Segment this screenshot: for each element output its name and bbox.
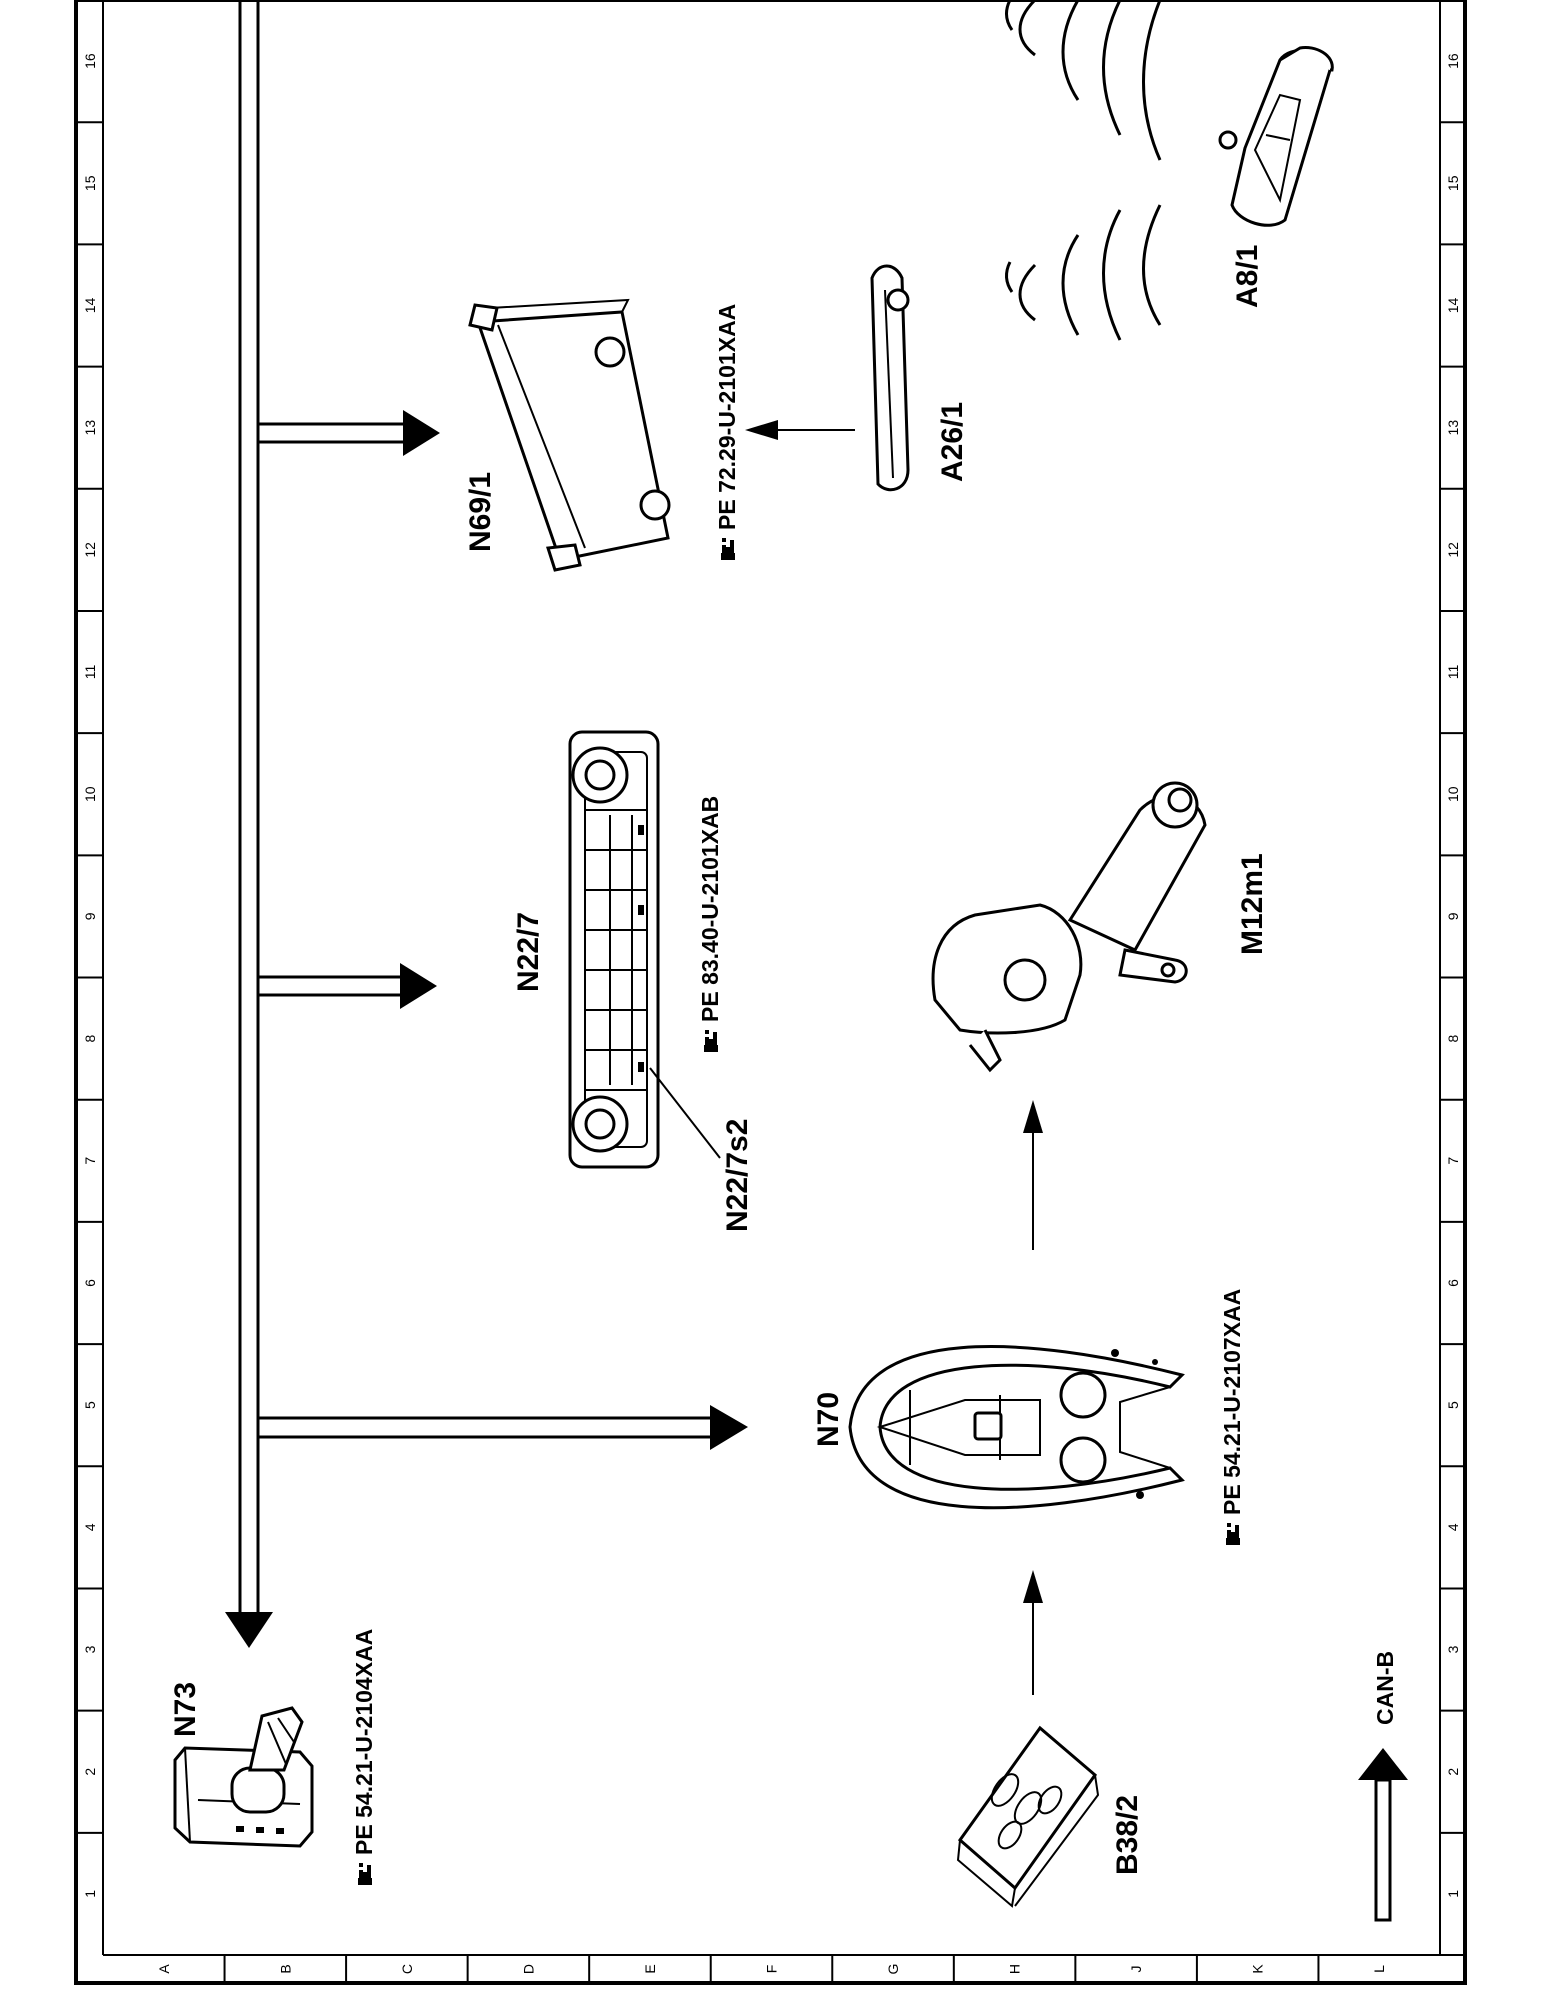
grid-column-label: 8 bbox=[1445, 1034, 1461, 1042]
n22-7-ref: PE 83.40-U-2101XAB bbox=[697, 796, 723, 1022]
n69-1-label: N69/1 bbox=[464, 472, 497, 552]
grid-column-label: 7 bbox=[82, 1157, 98, 1165]
grid-column-label: 6 bbox=[1445, 1279, 1461, 1287]
grid-column-label: 13 bbox=[1445, 420, 1461, 436]
a26-1-door-handle-drawing bbox=[870, 264, 910, 492]
n69-1-reference-note: PE 72.29-U-2101XAA bbox=[714, 304, 740, 560]
n22-7s2-label: N22/7s2 bbox=[721, 1119, 754, 1232]
n73-label: N73 bbox=[169, 1682, 202, 1737]
bus-arrow-icon bbox=[1358, 1748, 1408, 1922]
n70-overhead-control-panel-drawing bbox=[848, 1345, 1185, 1510]
grid-column-label: 7 bbox=[1445, 1157, 1461, 1165]
pointing-hand-icon bbox=[704, 1030, 718, 1052]
pointing-hand-icon bbox=[1226, 1523, 1240, 1545]
grid-column-label: 16 bbox=[1445, 53, 1461, 69]
m12m1-label: M12m1 bbox=[1236, 853, 1269, 955]
grid-row-label: B bbox=[277, 1964, 293, 1973]
b38-2-rain-light-sensor-drawing bbox=[956, 1725, 1100, 1908]
grid-column-label: 4 bbox=[82, 1523, 98, 1531]
b38-2-label: B38/2 bbox=[1111, 1795, 1144, 1875]
grid-row-label: C bbox=[399, 1964, 415, 1974]
grid-row-label: D bbox=[520, 1964, 536, 1974]
n70-to-m12m1-arrow bbox=[1023, 1100, 1043, 1250]
grid-column-label: 2 bbox=[1445, 1768, 1461, 1776]
n69-1-door-control-module-drawing bbox=[468, 298, 671, 572]
n22-7-reference-note: PE 83.40-U-2101XAB bbox=[697, 796, 723, 1052]
can-b-bus bbox=[225, 0, 748, 1648]
grid-column-label: 12 bbox=[82, 542, 98, 558]
can-b-legend: CAN-B bbox=[1358, 1651, 1408, 1922]
grid-column-label: 10 bbox=[82, 786, 98, 802]
grid-column-label: 6 bbox=[82, 1279, 98, 1287]
grid-column-label: 5 bbox=[1445, 1401, 1461, 1409]
grid-column-label: 9 bbox=[1445, 912, 1461, 920]
grid-column-label: 15 bbox=[1445, 175, 1461, 191]
grid-column-label: 9 bbox=[82, 912, 98, 920]
grid-column-label: 15 bbox=[82, 175, 98, 191]
grid-column-label: 4 bbox=[1445, 1523, 1461, 1531]
b38-2-to-n70-arrow bbox=[1023, 1570, 1043, 1695]
grid-column-label: 2 bbox=[82, 1768, 98, 1776]
n70-ref: PE 54.21-U-2107XAA bbox=[1219, 1289, 1245, 1515]
grid-column-label: 12 bbox=[1445, 542, 1461, 558]
grid-column-label: 16 bbox=[82, 53, 98, 69]
grid-row-label: G bbox=[885, 1964, 901, 1975]
pointing-hand-icon bbox=[358, 1863, 372, 1885]
a26-1-to-n69-1-arrow bbox=[745, 420, 855, 440]
grid-column-label: 8 bbox=[82, 1034, 98, 1042]
grid-row-label: F bbox=[764, 1965, 780, 1974]
grid-column-label: 11 bbox=[82, 665, 98, 680]
grid-row-label: K bbox=[1250, 1964, 1266, 1974]
pointing-hand-icon bbox=[721, 538, 735, 560]
grid-column-label: 3 bbox=[82, 1645, 98, 1653]
n70-label: N70 bbox=[812, 1392, 845, 1447]
can-b-legend-label: CAN-B bbox=[1372, 1651, 1398, 1725]
grid-column-label: 1 bbox=[1445, 1890, 1461, 1898]
n70-reference-note: PE 54.21-U-2107XAA bbox=[1219, 1289, 1245, 1545]
grid-column-label: 11 bbox=[1445, 665, 1461, 680]
n69-1-ref: PE 72.29-U-2101XAA bbox=[714, 304, 740, 530]
grid-column-label: 13 bbox=[82, 420, 98, 436]
a8-1-label: A8/1 bbox=[1231, 245, 1264, 308]
grid-column-label: 10 bbox=[1445, 786, 1461, 802]
grid-lines bbox=[76, 121, 1465, 1983]
n73-ref: PE 54.21-U-2104XAA bbox=[351, 1629, 377, 1855]
n73-ignition-switch-drawing bbox=[173, 1706, 314, 1848]
grid-column-label: 3 bbox=[1445, 1645, 1461, 1653]
radio-waves bbox=[1005, 0, 1162, 341]
m12m1-motor-drawing bbox=[931, 781, 1207, 1073]
grid-row-label: A bbox=[156, 1964, 172, 1974]
grid-row-label: H bbox=[1007, 1964, 1023, 1974]
grid-column-label: 14 bbox=[1445, 297, 1461, 313]
grid-column-label: 5 bbox=[82, 1401, 98, 1409]
grid-row-label: E bbox=[642, 1964, 658, 1973]
grid-row-label: L bbox=[1371, 1965, 1387, 1973]
n73-reference-note: PE 54.21-U-2104XAA bbox=[351, 1629, 377, 1885]
a26-1-label: A26/1 bbox=[936, 402, 969, 482]
n22-7-label: N22/7 bbox=[512, 912, 545, 992]
grid-row-label: J bbox=[1128, 1966, 1144, 1973]
grid-column-label: 1 bbox=[82, 1890, 98, 1898]
n22-7-climate-control-panel-drawing bbox=[568, 730, 721, 1169]
grid-column-label: 14 bbox=[82, 297, 98, 313]
a8-1-transmitter-key-drawing bbox=[1218, 45, 1334, 227]
frame-outer bbox=[74, 0, 1467, 1985]
